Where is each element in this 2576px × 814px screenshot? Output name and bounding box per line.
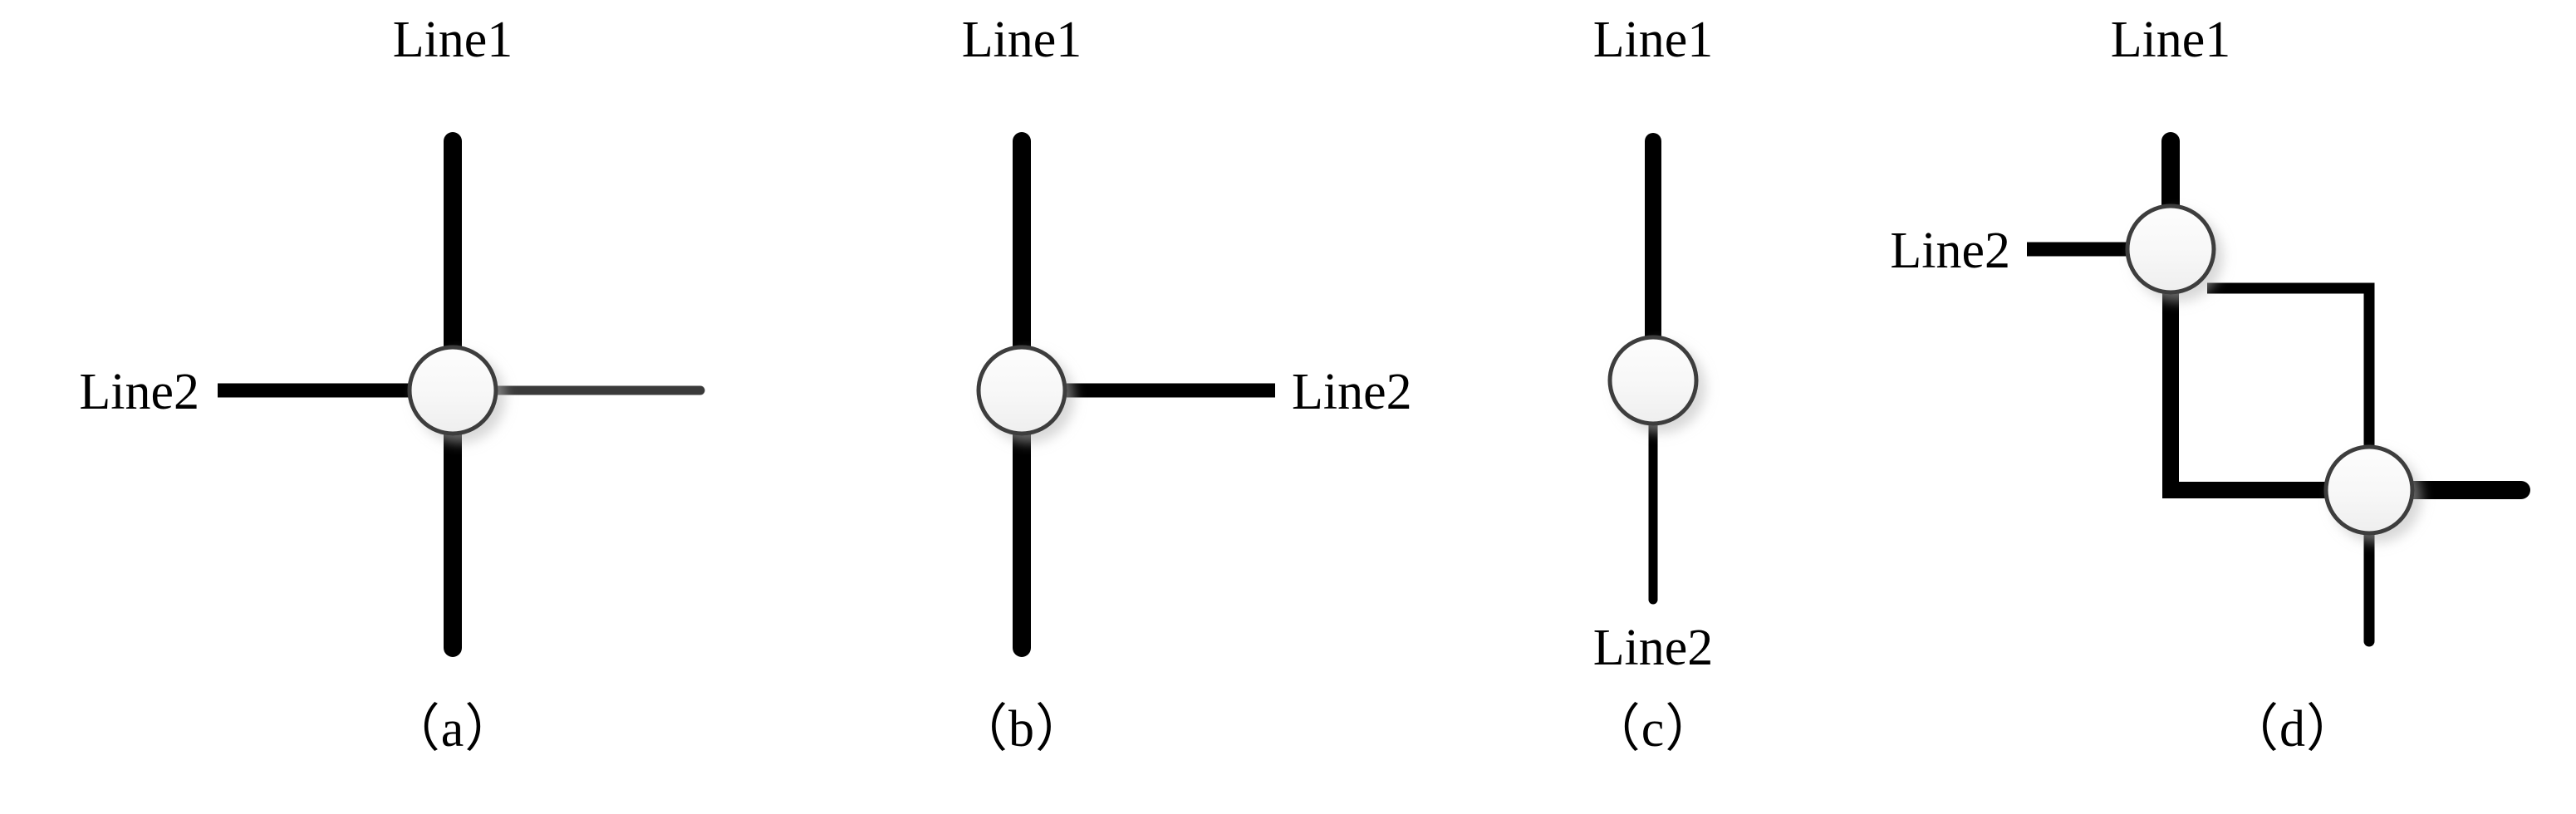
panel-a-line2-label: Line2 — [79, 364, 199, 420]
panel-a-line1-label: Line1 — [393, 12, 513, 68]
panel-d-line2-label: Line2 — [1890, 223, 2010, 279]
panel-b-caption: （b） — [956, 701, 1087, 758]
panel-a: Line1 Line2 （a） — [79, 12, 705, 758]
panel-d-lower-branch-path — [2162, 287, 2333, 498]
panel-c-line2-label: Line2 — [1593, 620, 1714, 676]
panel-b-line2-label: Line2 — [1292, 364, 1412, 420]
panel-b: Line1 Line2 （b） — [956, 12, 1412, 758]
panel-c-line1-label: Line1 — [1593, 12, 1714, 68]
panel-c-caption: （c） — [1589, 701, 1718, 758]
panel-a-junction-node[interactable] — [407, 345, 498, 436]
panel-d-caption: （d） — [2227, 701, 2358, 758]
panel-d-junction-node-upper[interactable] — [2125, 204, 2216, 295]
panel-d: Line1 Line2 （d） — [1890, 12, 2530, 758]
panel-d-junction-node-lower[interactable] — [2323, 444, 2415, 536]
panel-c-junction-node[interactable] — [1607, 335, 1699, 426]
panel-a-caption: （a） — [389, 701, 518, 758]
panel-d-upper-branch-path — [2207, 282, 2375, 449]
panel-b-junction-node[interactable] — [976, 345, 1067, 436]
panel-c: Line1 Line2 （c） — [1589, 12, 1718, 758]
panel-d-line1-label: Line1 — [2111, 12, 2231, 68]
panel-b-line1-label: Line1 — [962, 12, 1082, 68]
